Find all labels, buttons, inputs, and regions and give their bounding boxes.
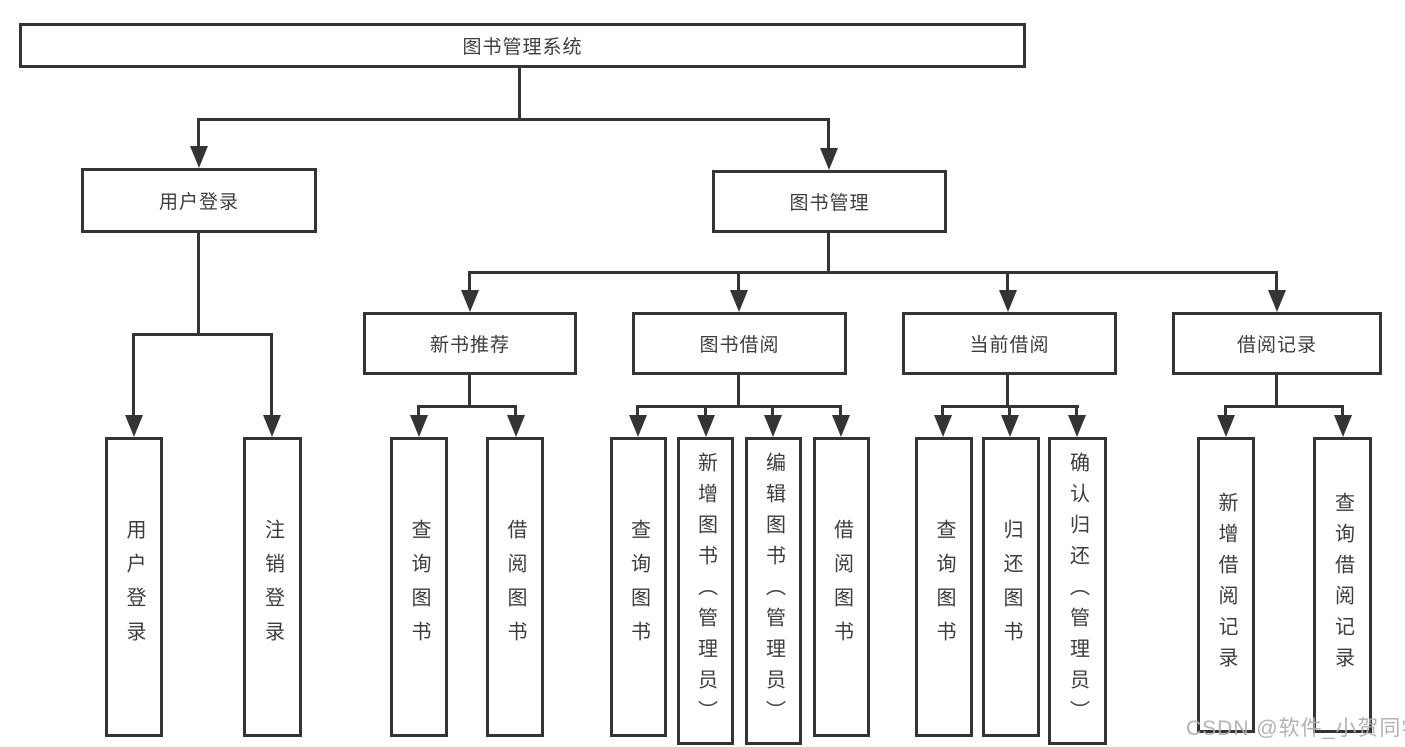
leaf-nb-borrow-books-label: 借阅图书 [504,519,526,655]
leaf-bb-add-books-admin: 新增图书（管理员） [677,437,734,745]
arrow-down-icon [730,290,748,312]
connector-drop-cb-confirm [1075,405,1078,418]
node-user-login: 用户登录 [81,168,317,233]
arrow-down-icon [697,415,715,437]
leaf-cb-confirm-return-admin: 确认归还（管理员） [1048,437,1107,745]
connector-user-login-stem [197,233,200,336]
connector-drop-new-book-rec [468,271,471,293]
arrow-down-icon [263,415,281,437]
leaf-nb-query-books: 查询图书 [390,437,448,737]
connector-drop-cb-query [941,405,944,418]
connector-drop-bb-edit [771,405,774,418]
leaf-cb-return-books: 归还图书 [982,437,1040,737]
connector-bb-stem [737,375,740,408]
node-current-borrow-label: 当前借阅 [969,335,1050,356]
leaf-bb-borrow-books-label: 借阅图书 [830,519,853,655]
arrow-down-icon [1334,415,1352,437]
leaf-logout-label: 注销登录 [261,519,284,655]
connector-bb-split [636,405,842,408]
connector-nb-stem [468,375,471,408]
connector-drop-ul-login [132,333,135,418]
leaf-br-add-record-label: 新增借阅记录 [1215,492,1237,678]
arrow-down-icon [507,415,525,437]
connector-trunk [518,68,521,120]
leaf-user-login-label: 用户登录 [123,519,145,655]
leaf-cb-confirm-return-admin-label: 确认归还（管理员） [1066,451,1089,731]
connector-drop-current-borrow [1006,271,1009,293]
connector-l2-branch [197,118,830,121]
leaf-cb-query-books-label: 查询图书 [933,519,955,655]
node-user-login-label: 用户登录 [158,192,239,213]
arrow-down-icon [461,290,479,312]
leaf-nb-query-books-label: 查询图书 [408,519,430,655]
connector-cb-stem [1006,375,1009,408]
leaf-cb-return-books-label: 归还图书 [1000,519,1022,655]
node-new-book-recommend-label: 新书推荐 [429,335,510,356]
leaf-cb-query-books: 查询图书 [915,437,973,737]
connector-br-stem [1275,375,1278,408]
leaf-br-query-record-label: 查询借阅记录 [1331,492,1354,678]
connector-book-mgmt-stem [827,233,830,274]
connector-drop-cb-return [1008,405,1011,418]
leaf-bb-edit-books-admin: 编辑图书（管理员） [745,437,802,745]
connector-br-split [1224,405,1343,408]
arrow-down-icon [190,146,208,168]
connector-drop-borrow-records [1275,271,1278,293]
connector-drop-bb-add [704,405,707,418]
arrow-down-icon [764,415,782,437]
node-book-borrow: 图书借阅 [632,312,847,375]
leaf-nb-borrow-books: 借阅图书 [486,437,544,737]
arrow-down-icon [1001,415,1019,437]
arrow-down-icon [410,415,428,437]
leaf-br-query-record: 查询借阅记录 [1313,437,1372,733]
leaf-br-add-record: 新增借阅记录 [1197,437,1255,733]
node-current-borrow: 当前借阅 [902,312,1117,375]
connector-user-login-split [132,333,273,336]
connector-drop-book-borrow [737,271,740,293]
connector-drop-user-login [197,118,200,150]
node-book-management-label: 图书管理 [789,193,870,214]
node-root: 图书管理系统 [19,23,1026,68]
arrow-down-icon [1068,415,1086,437]
node-borrow-records-label: 借阅记录 [1236,335,1317,356]
leaf-bb-query-books: 查询图书 [610,437,667,737]
arrow-down-icon [832,415,850,437]
node-new-book-recommend: 新书推荐 [363,312,577,375]
connector-drop-book-mgmt [827,118,830,150]
connector-drop-br-query [1341,405,1344,418]
leaf-user-login: 用户登录 [105,437,163,737]
csdn-watermark: CSDN @软件_小贺同学 [1186,717,1405,740]
leaf-bb-query-books-label: 查询图书 [627,519,650,655]
connector-drop-bb-borrow [839,405,842,418]
leaf-bb-add-books-admin-label: 新增图书（管理员） [694,451,717,731]
node-book-borrow-label: 图书借阅 [699,335,780,356]
leaf-logout: 注销登录 [243,437,302,737]
arrow-down-icon [934,415,952,437]
connector-drop-bb-query [636,405,639,418]
connector-nb-split [417,405,517,408]
leaf-bb-edit-books-admin-label: 编辑图书（管理员） [762,451,785,731]
connector-drop-nb-borrow [514,405,517,418]
connector-drop-br-add [1224,405,1227,418]
arrow-down-icon [999,290,1017,312]
leaf-bb-borrow-books: 借阅图书 [813,437,870,737]
node-borrow-records: 借阅记录 [1172,312,1382,375]
arrow-down-icon [1268,290,1286,312]
connector-drop-ul-logout [270,333,273,418]
node-root-label: 图书管理系统 [462,37,583,58]
node-book-management: 图书管理 [712,170,947,233]
arrow-down-icon [125,415,143,437]
arrow-down-icon [629,415,647,437]
connector-l3-branch [468,271,1278,274]
arrow-down-icon [1217,415,1235,437]
connector-drop-nb-query [417,405,420,418]
arrow-down-icon [820,148,838,170]
